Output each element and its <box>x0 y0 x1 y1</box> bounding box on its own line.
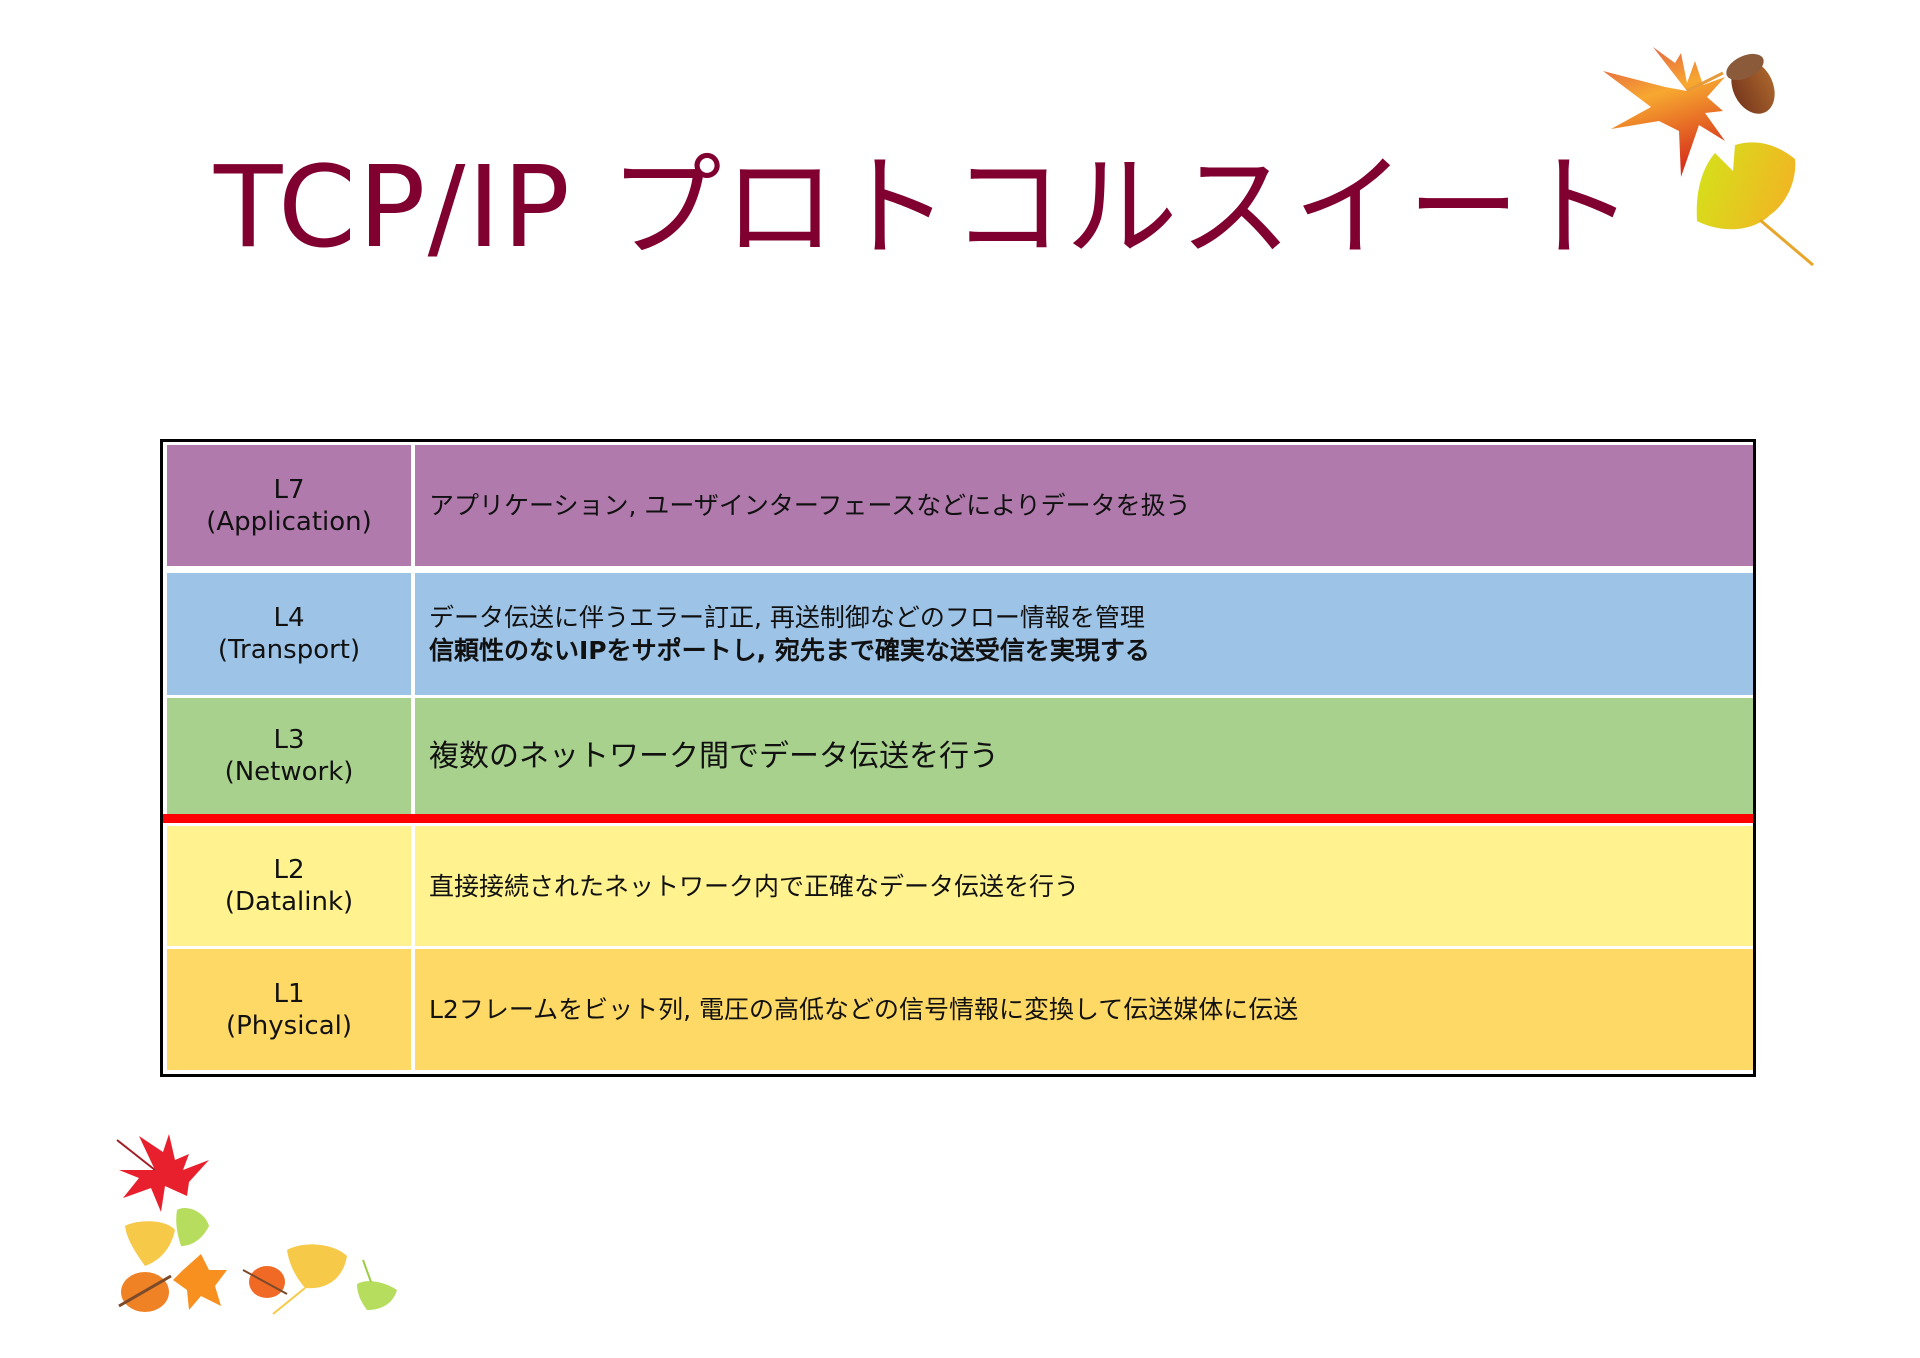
autumn-leaf-icon <box>118 1254 227 1312</box>
layer-label-cell: L2 (Datalink) <box>167 826 411 946</box>
layer-number: L7 <box>273 474 305 505</box>
layer-description: 直接接続されたネットワーク内で正確なデータ伝送を行う <box>429 871 1080 901</box>
layer-number: L4 <box>273 603 305 633</box>
layer-name: (Application) <box>206 506 372 537</box>
layer-description-cell: データ伝送に伴うエラー訂正, 再送制御などのフロー情報を管理 信頼性のないIPを… <box>415 573 1753 695</box>
autumn-leaf-icon <box>242 1266 288 1298</box>
layer-description-emphasis: 信頼性のないIPをサポートし, 宛先まで確実な送受信を実現する <box>429 636 1150 665</box>
layer-label-cell: L7 (Application) <box>167 445 411 566</box>
layer-name: (Datalink) <box>224 887 354 917</box>
ginkgo-leaf-icon <box>272 1244 397 1315</box>
layer-label-cell: L4 (Transport) <box>167 573 411 695</box>
layer-name: (Network) <box>224 757 354 787</box>
layer-description: データ伝送に伴うエラー訂正, 再送制御などのフロー情報を管理 <box>429 603 1145 632</box>
layer-description: 複数のネットワーク間でデータ伝送を行う <box>429 738 999 774</box>
layer-description: アプリケーション, ユーザインターフェースなどによりデータを扱う <box>429 491 1191 520</box>
slide-title: TCP/IP プロトコルスイート <box>214 143 1636 273</box>
layer-name: (Physical) <box>225 1010 353 1041</box>
autumn-leaves-bottom-left-icon <box>116 1134 397 1315</box>
layer-description-cell: アプリケーション, ユーザインターフェースなどによりデータを扱う <box>415 445 1753 566</box>
layer-number: L2 <box>273 855 305 885</box>
autumn-leaves-top-right-icon <box>1603 47 1814 267</box>
maple-leaf-icon <box>1603 47 1725 177</box>
table-row-l2: L2 (Datalink) 直接接続されたネットワーク内で正確なデータ伝送を行う <box>167 826 1753 946</box>
layer-name: (Transport) <box>217 635 361 665</box>
ginkgo-leaf-icon <box>1696 142 1814 267</box>
osi-layer-table: L7 (Application) アプリケーション, ユーザインターフェースなど… <box>160 439 1756 1077</box>
ginkgo-leaf-icon <box>125 1207 209 1266</box>
table-row-l1: L1 (Physical) L2フレームをビット列, 電圧の高低などの信号情報に… <box>167 949 1753 1070</box>
layer-description: L2フレームをビット列, 電圧の高低などの信号情報に変換して伝送媒体に伝送 <box>429 995 1299 1024</box>
l3-l2-divider <box>163 814 1753 823</box>
layer-label-cell: L1 (Physical) <box>167 949 411 1070</box>
layer-label-cell: L3 (Network) <box>167 698 411 814</box>
layer-description-cell: 直接接続されたネットワーク内で正確なデータ伝送を行う <box>415 826 1753 946</box>
layer-description-cell: 複数のネットワーク間でデータ伝送を行う <box>415 698 1753 814</box>
table-row-l4: L4 (Transport) データ伝送に伴うエラー訂正, 再送制御などのフロー… <box>167 573 1753 695</box>
layer-description-cell: L2フレームをビット列, 電圧の高低などの信号情報に変換して伝送媒体に伝送 <box>415 949 1753 1070</box>
maple-leaf-icon <box>116 1134 209 1212</box>
table-row-l7: L7 (Application) アプリケーション, ユーザインターフェースなど… <box>167 445 1753 566</box>
layer-number: L1 <box>273 978 305 1009</box>
layer-number: L3 <box>273 725 305 755</box>
acorn-icon <box>1726 53 1775 114</box>
table-row-l3: L3 (Network) 複数のネットワーク間でデータ伝送を行う <box>167 698 1753 814</box>
